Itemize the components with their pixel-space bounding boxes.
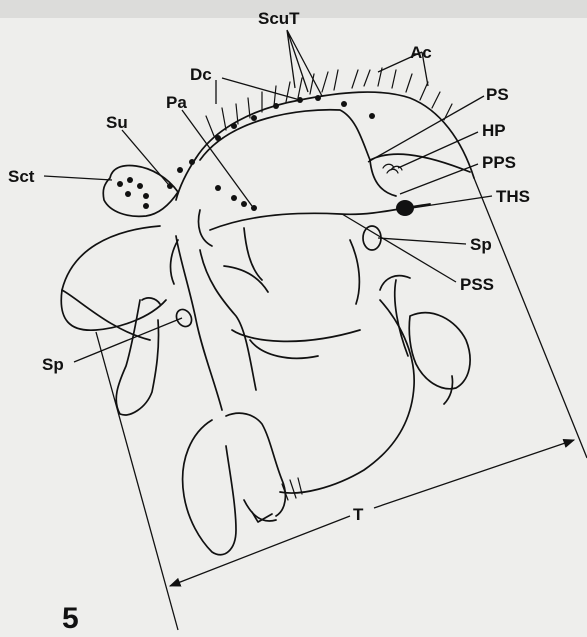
seta-dot (315, 95, 321, 101)
figure-number: 5 (62, 602, 79, 635)
seta-dot (273, 103, 279, 109)
seta-dot (369, 113, 375, 119)
seta-dot (231, 123, 237, 129)
label-pss: PSS (460, 275, 494, 294)
seta-dot (125, 191, 131, 197)
seta-dot (189, 159, 195, 165)
label-t: T (353, 505, 364, 524)
label-ps: PS (486, 85, 509, 104)
seta-dot (137, 183, 143, 189)
label-sp-left: Sp (42, 355, 64, 374)
label-ths: THS (496, 187, 530, 206)
seta-dot (341, 101, 347, 107)
label-dc: Dc (190, 65, 212, 84)
seta-dot (143, 193, 149, 199)
label-su: Su (106, 113, 128, 132)
seta-dot (143, 203, 149, 209)
label-scut: ScuT (258, 9, 300, 28)
label-sp-right: Sp (470, 235, 492, 254)
seta-dot (127, 177, 133, 183)
label-hp: HP (482, 121, 506, 140)
seta-dot (231, 195, 237, 201)
seta-dot (215, 135, 221, 141)
seta-dot (251, 115, 257, 121)
seta-dot (177, 167, 183, 173)
label-ac: Ac (410, 43, 432, 62)
seta-dot (117, 181, 123, 187)
thoracic-spiracle (396, 200, 414, 216)
seta-dot (215, 185, 221, 191)
seta-dot (241, 201, 247, 207)
label-pps: PPS (482, 153, 516, 172)
label-sct: Sct (8, 167, 35, 186)
label-pa: Pa (166, 93, 187, 112)
